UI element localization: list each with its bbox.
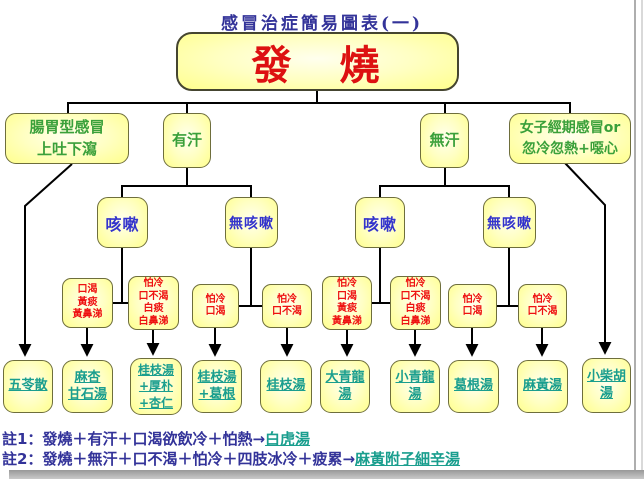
node-remedy-wulingsan: 五苓散 <box>3 360 53 413</box>
slide-right-border <box>634 0 636 472</box>
note-2-remedy: 麻黃附子細辛湯 <box>355 450 461 468</box>
node-cond-cold-nothirst: 怕冷 口不渴 <box>262 284 312 328</box>
node-cond-thirst-yellow-phlegm: 口渴 黃痰 黃鼻涕 <box>62 278 113 328</box>
node-gi-cold: 腸胃型感冒 上吐下瀉 <box>5 113 129 164</box>
node-no-sweat: 無汗 <box>420 113 469 168</box>
node-remedy-maxing-ganshi-tang: 麻杏 甘石湯 <box>62 360 113 413</box>
diagram-title: 感冒治症簡易圖表(一) <box>220 14 424 34</box>
note-2: 註2：發燒＋無汗＋口不渴＋怕冷＋四肢冰冷＋疲累→麻黃附子細辛湯 <box>2 448 460 469</box>
node-cond-cold-thirst-2: 怕冷 口渴 <box>448 284 497 328</box>
node-cond-cold-nothirst-2: 怕冷 口不渴 <box>518 284 567 328</box>
slide-bottom-shadow <box>9 470 644 479</box>
node-remedy-mahuang-tang: 麻黃湯 <box>517 360 568 413</box>
node-remedy-guizhitang: 桂枝湯 <box>260 360 312 413</box>
node-menstrual-cold: 女子經期感冒or 忽冷忽熱+噁心 <box>509 113 631 164</box>
node-no-cough-sweat: 無咳嗽 <box>225 197 278 248</box>
note-1: 註1：發燒＋有汗＋口渴欲飲冷＋怕熱→白虎湯 <box>2 428 310 449</box>
node-fever: 發 燒 <box>176 32 459 91</box>
node-cond-cold-nothirst-white-phlegm-2: 怕冷 口不渴 白痰 白鼻涕 <box>390 276 441 330</box>
node-cond-cold-thirst-yellow-phlegm: 怕冷 口渴 黃痰 黃鼻涕 <box>322 276 372 330</box>
node-cough-no-sweat: 咳嗽 <box>355 197 405 248</box>
note-2-text: 註2：發燒＋無汗＋口不渴＋怕冷＋四肢冰冷＋疲累→ <box>2 450 356 468</box>
node-remedy-gegen-tang: 葛根湯 <box>448 360 499 413</box>
arrow-gi-wulingsan <box>18 163 73 357</box>
arrow-menstrual-xiaochaihu <box>564 162 612 355</box>
node-remedy-daqinglong-tang: 大青龍 湯 <box>320 360 370 413</box>
node-cough-sweat: 咳嗽 <box>97 197 148 248</box>
node-sweat: 有汗 <box>163 113 211 168</box>
node-remedy-xiaochaihu-tang: 小柴胡 湯 <box>582 358 631 413</box>
note-1-text: 註1：發燒＋有汗＋口渴欲飲冷＋怕熱→ <box>2 430 266 448</box>
node-remedy-guizhitang-houpo-xingren: 桂枝湯 +厚朴 +杏仁 <box>130 358 182 415</box>
note-1-remedy: 白虎湯 <box>265 430 311 448</box>
node-no-cough-no-sweat: 無咳嗽 <box>483 197 536 248</box>
node-cond-cold-nothirst-white-phlegm: 怕冷 口不渴 白痰 白鼻涕 <box>128 276 179 330</box>
node-cond-cold-thirst: 怕冷 口渴 <box>192 284 239 328</box>
node-remedy-xiaoqinglong-tang: 小青龍 湯 <box>390 360 440 413</box>
node-remedy-guizhitang-gegen: 桂枝湯 +葛根 <box>192 360 242 413</box>
slide-right-border-outer <box>641 0 643 472</box>
